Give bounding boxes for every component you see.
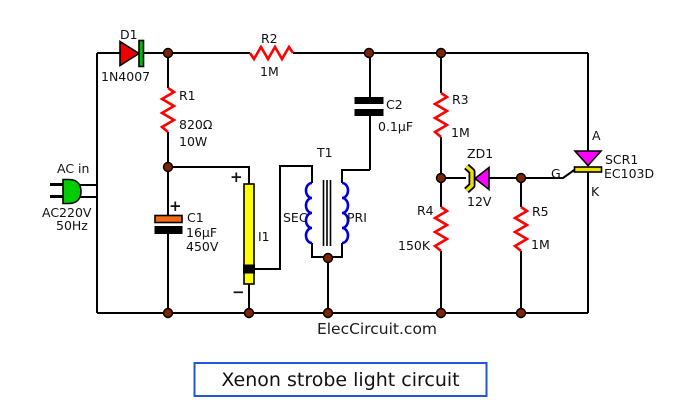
title-box-border (193, 362, 488, 397)
t1-sec-label: SEC (283, 210, 308, 225)
ac-plug-icon (62, 178, 82, 205)
i1-ref-label: I1 (258, 229, 270, 244)
c1-positive-plate (154, 214, 183, 224)
i1-plus-sign: + (230, 168, 243, 186)
r4-value-label: 150K (398, 238, 431, 253)
junction-dot (322, 252, 334, 264)
c2-plate-bottom (354, 109, 384, 116)
junction-dots (162, 47, 527, 319)
junction-dot (435, 47, 447, 59)
resistor-r4-symbol (432, 205, 450, 252)
ac-in-label: AC in (57, 161, 89, 176)
junction-dot (515, 307, 527, 319)
junction-dot (435, 307, 447, 319)
scr1-symbol (573, 150, 603, 173)
zener-anode-triangle (473, 165, 490, 192)
c2-plate-top (354, 97, 384, 104)
r5-value-label: 1M (531, 237, 550, 252)
t1-primary-winding (341, 181, 350, 245)
capacitor-c1-symbol (154, 214, 183, 234)
r3-value-label: 1M (451, 125, 470, 140)
capacitor-c2-symbol (354, 97, 384, 116)
c2-value-label: 0.1µF (378, 119, 413, 134)
tube-trigger-band (243, 264, 255, 274)
d1-value-label: 1N4007 (101, 69, 150, 84)
resistor-r3-symbol (432, 91, 450, 138)
junction-dot (243, 307, 255, 319)
r1-value-label: 820Ω (179, 117, 213, 132)
t1-secondary-winding (304, 181, 313, 245)
r5-ref-label: R5 (532, 204, 549, 219)
scr-cathode-bar (573, 166, 603, 173)
r1-power-label: 10W (179, 134, 207, 149)
diode-d1-symbol (119, 39, 145, 68)
junction-dot (162, 161, 174, 173)
xenon-tube-i1-symbol (243, 183, 255, 285)
r2-value-label: 1M (260, 64, 279, 79)
scr-anode-label: A (592, 128, 601, 143)
zener-cathode-bar (465, 165, 474, 192)
c1-plus-sign: + (169, 197, 182, 215)
r4-ref-label: R4 (417, 203, 434, 218)
plug-prongs (50, 183, 64, 198)
i1-minus-sign: − (232, 283, 245, 301)
zener-zd1-symbol (464, 163, 490, 194)
junction-dot (363, 47, 375, 59)
scr-cathode-label: K (591, 184, 600, 199)
junction-dot (435, 172, 447, 184)
resistor-r5-symbol (512, 205, 530, 252)
r3-ref-label: R3 (452, 92, 469, 107)
c1-value-label: 16µF (186, 225, 217, 240)
diode-anode-triangle (119, 40, 141, 67)
c2-ref-label: C2 (386, 97, 403, 112)
t1-ref-label: T1 (316, 145, 333, 160)
scr1-ref-label: SCR1 (605, 152, 638, 167)
d1-ref-label: D1 (120, 27, 138, 42)
junction-dot (162, 47, 174, 59)
c1-volt-label: 450V (186, 239, 219, 254)
scr1-value-label: EC103D (604, 166, 654, 181)
diode-cathode-bar (138, 39, 145, 68)
t1-pri-label: PRI (347, 210, 367, 225)
scr-gate-label: G (551, 166, 561, 181)
c1-ref-label: C1 (187, 210, 204, 225)
tube-body (243, 183, 255, 285)
transformer-t1-symbol (304, 180, 350, 246)
title-box: Xenon strobe light circuit (193, 362, 488, 397)
t1-core-lines (322, 180, 332, 246)
c1-negative-plate (154, 226, 183, 234)
zd1-ref-label: ZD1 (467, 146, 493, 161)
r1-ref-label: R1 (179, 88, 196, 103)
resistor-r1-symbol (159, 86, 177, 133)
junction-dot (162, 307, 174, 319)
circuit-wires (78, 52, 589, 314)
junction-dot (322, 307, 334, 319)
site-watermark: ElecCircuit.com (317, 320, 437, 338)
page-title: Xenon strobe light circuit (221, 369, 459, 391)
zd1-value-label: 12V (467, 194, 492, 209)
ac-freq-label: 50Hz (56, 218, 88, 233)
junction-dot (515, 172, 527, 184)
resistor-r2-symbol (248, 44, 295, 62)
ac-volt-label: AC220V (42, 205, 92, 220)
scr-anode-triangle (573, 150, 603, 167)
r2-ref-label: R2 (261, 31, 278, 46)
